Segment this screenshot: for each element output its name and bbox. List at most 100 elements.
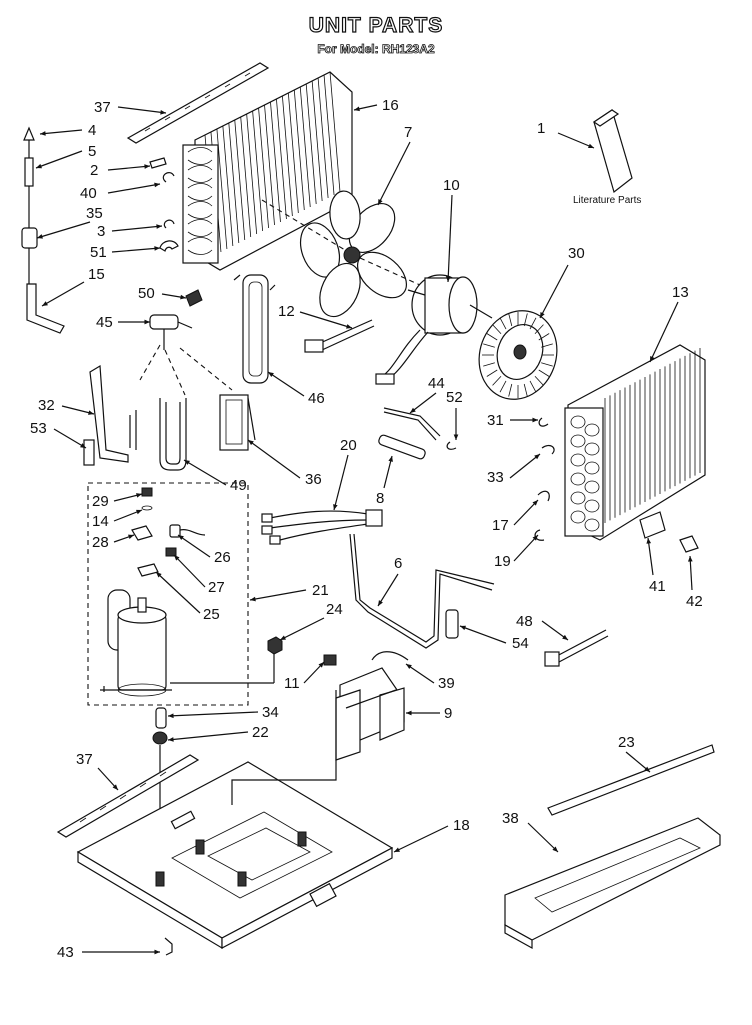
arrowhead-p23: [644, 766, 650, 772]
arrowhead-p29: [136, 493, 142, 498]
part-label-p12: 12: [278, 303, 295, 320]
part-4-5-35-15-assembly: [21, 126, 65, 334]
arrowhead-p6: [378, 600, 383, 606]
compressor: [100, 589, 172, 697]
part-label-p32: 32: [38, 397, 55, 414]
leader-p19: [513, 534, 539, 562]
arrowhead-p49: [184, 460, 190, 465]
arrowhead-p18: [394, 847, 400, 852]
arrowhead-p53: [80, 443, 86, 448]
arrowhead-p14: [136, 509, 142, 515]
part-label-p23: 23: [618, 734, 635, 751]
arrowhead-p50: [180, 294, 186, 300]
arrowhead-p21: [250, 596, 256, 602]
part-label-p26: 26: [214, 549, 231, 566]
arrowhead-p30: [540, 312, 545, 318]
leader-p25: [155, 571, 201, 614]
leader-p13: [649, 301, 679, 363]
arrowhead-p34: [168, 713, 174, 719]
arrowhead-p31: [532, 417, 538, 423]
part-label-p17: 17: [492, 517, 509, 534]
arrowhead-p33: [534, 454, 540, 460]
arrowhead-p40: [154, 182, 160, 188]
part-9-motor-mount: [335, 667, 405, 761]
leader-p34: [167, 711, 259, 717]
arrowhead-p43: [154, 949, 160, 955]
arrowhead-p12: [346, 324, 352, 329]
leader-p41: [647, 537, 654, 576]
clips-17-19-31-33: [534, 417, 555, 541]
part-36-bracket: [219, 394, 256, 451]
leader-p4: [39, 129, 83, 135]
part-16-evaporator-coil: [182, 71, 353, 271]
compressor-small-parts: [131, 487, 206, 577]
part-label-p43: 43: [57, 944, 74, 961]
leader-p10: [447, 194, 453, 283]
part-label-p24: 24: [326, 601, 343, 618]
leader-p22: [167, 731, 249, 741]
part-label-p35: 35: [86, 205, 103, 222]
part-label-p6: 6: [394, 555, 402, 572]
part-label-p52: 52: [446, 389, 463, 406]
part-37-bottom-strip: [56, 754, 200, 838]
arrowhead-p41: [646, 538, 652, 544]
part-38-tray: [504, 817, 721, 950]
part-7-fan-blade: [261, 190, 421, 318]
model-subtitle: For Model: RH123A2: [317, 42, 435, 57]
part-label-p28: 28: [92, 534, 109, 551]
arrowhead-p17: [532, 500, 538, 506]
arrowhead-p25: [156, 572, 162, 578]
leader-p46: [267, 371, 305, 397]
part-label-p18: 18: [453, 817, 470, 834]
arrowhead-p54: [460, 625, 466, 631]
arrowhead-p9: [406, 710, 412, 716]
part-label-p14: 14: [92, 513, 109, 530]
leader-p53: [53, 428, 87, 449]
part-6-tube: [349, 533, 495, 649]
arrowhead-p19: [532, 535, 538, 541]
arrowhead-p27: [174, 555, 180, 561]
arrowhead-p32: [88, 410, 94, 415]
arrowhead-p38: [552, 846, 558, 852]
leader-p26: [177, 534, 211, 558]
arrowhead-p13: [650, 356, 655, 362]
part-23-panel: [547, 744, 715, 816]
arrowhead-p22: [168, 737, 174, 742]
part-label-p29: 29: [92, 493, 109, 510]
leader-p33: [509, 453, 541, 479]
part-24-nut: [267, 636, 283, 655]
part-1-literature: [592, 109, 633, 194]
leader-p27: [173, 554, 206, 588]
part-label-p8: 8: [376, 490, 384, 507]
part-30-blower-wheel: [478, 310, 558, 400]
part-44-8-52: [378, 407, 457, 460]
part-label-p5: 5: [88, 143, 96, 160]
leader-p3: [111, 225, 163, 232]
part-37-top-strip: [126, 62, 270, 144]
part-label-p10: 10: [443, 177, 460, 194]
leader-p54: [459, 625, 507, 644]
literature-parts-caption: Literature Parts: [573, 195, 641, 206]
arrowhead-p24: [280, 635, 286, 640]
part-41-clip: [639, 511, 666, 539]
arrowhead-p37b: [112, 784, 118, 790]
leader-p1: [557, 132, 595, 149]
arrowhead-p35: [37, 234, 43, 239]
leader-p20: [333, 454, 349, 511]
arrowhead-p20: [333, 504, 338, 510]
part-20-wire-harness: [261, 509, 383, 545]
arrowhead-p1: [588, 143, 594, 149]
fittings-2-40-3-51: [149, 157, 179, 252]
part-label-p4: 4: [88, 122, 96, 139]
part-label-p16: 16: [382, 97, 399, 114]
arrowhead-p4: [40, 131, 46, 136]
part-label-p13: 13: [672, 284, 689, 301]
part-label-p44: 44: [428, 375, 445, 392]
leader-p7: [377, 141, 411, 206]
part-label-p46: 46: [308, 390, 325, 407]
arrowhead-p26: [178, 535, 184, 541]
leader-lines: [35, 104, 693, 955]
